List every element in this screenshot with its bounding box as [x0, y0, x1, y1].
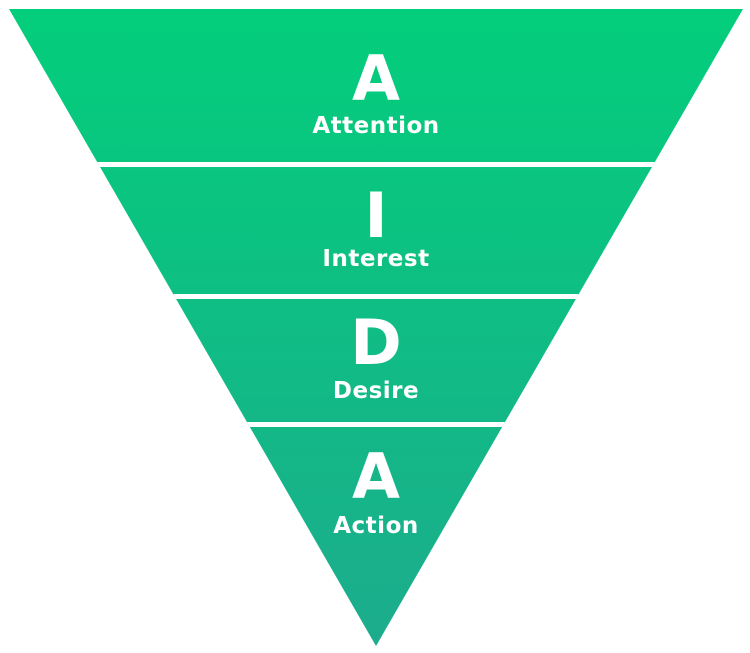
stage-desire-letter: D	[350, 306, 401, 379]
stage-interest: I Interest	[322, 179, 429, 272]
stage-attention-label: Attention	[312, 113, 439, 139]
stage-attention: A Attention	[312, 42, 439, 139]
divider-attention-interest	[9, 162, 743, 167]
stage-action-label: Action	[333, 513, 419, 539]
stage-desire-label: Desire	[333, 378, 419, 404]
stage-interest-letter: I	[364, 179, 387, 252]
stage-action-letter: A	[352, 440, 400, 513]
funnel-shape	[9, 9, 743, 646]
divider-desire-action	[9, 422, 743, 427]
stage-interest-label: Interest	[322, 246, 429, 272]
divider-interest-desire	[9, 294, 743, 299]
stage-desire: D Desire	[333, 306, 419, 404]
stage-attention-letter: A	[352, 42, 400, 115]
stage-action: A Action	[333, 440, 419, 539]
